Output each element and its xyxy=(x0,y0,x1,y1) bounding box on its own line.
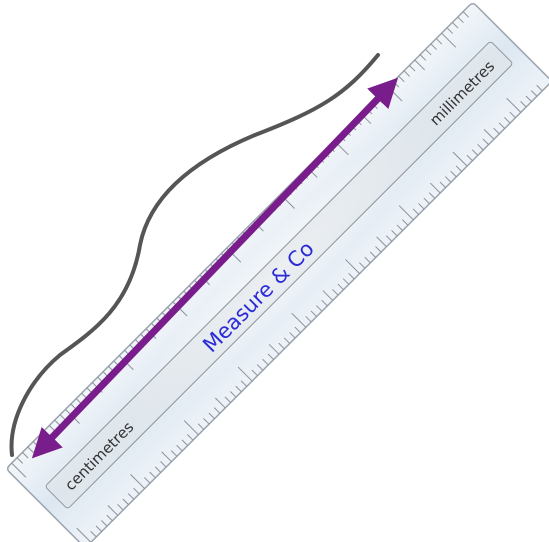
ruler-tick xyxy=(530,90,538,97)
ruler-tick xyxy=(117,504,124,511)
ruler-tick xyxy=(525,95,532,102)
ruler-tick xyxy=(101,520,108,527)
ruler-tick xyxy=(122,498,129,506)
double-headed-arrow-icon xyxy=(31,77,399,459)
ruler-tick xyxy=(149,471,156,479)
ruler-tick xyxy=(106,514,113,522)
ruler-tick xyxy=(441,32,457,48)
ruler-tick xyxy=(16,457,24,464)
ruler-tick xyxy=(423,197,430,205)
ruler-tick xyxy=(398,75,405,83)
ruler-tick xyxy=(444,176,452,183)
ruler-tick xyxy=(127,493,135,500)
ruler-tick xyxy=(160,461,167,468)
ruler-tick xyxy=(133,487,140,495)
ruler-tick xyxy=(450,170,457,178)
ruler-tick xyxy=(477,143,484,151)
ruler-tick xyxy=(446,27,454,34)
ruler-tick xyxy=(466,154,473,162)
ruler-tick xyxy=(509,111,516,119)
ruler-tick xyxy=(90,530,97,538)
ruler-tick xyxy=(520,100,527,108)
ruler-tick xyxy=(412,208,420,215)
ruler-tick xyxy=(144,477,151,484)
ruler-tick xyxy=(439,181,446,188)
ruler-tick xyxy=(22,451,29,459)
ruler-tick xyxy=(429,182,441,194)
ruler: centimetres millimetres Measure & Co xyxy=(6,2,549,542)
ruler-tick xyxy=(409,65,416,72)
ruler-tick xyxy=(452,151,468,167)
ruler-tick xyxy=(457,16,464,24)
ruler-tick xyxy=(403,70,411,77)
ruler-tick xyxy=(455,165,463,172)
ruler-tick xyxy=(11,462,27,478)
ruler-tick xyxy=(462,11,470,18)
ruler-tick xyxy=(414,59,426,71)
ruler-tick xyxy=(493,127,500,135)
ruler-tick xyxy=(95,525,103,532)
ruler-tick xyxy=(419,54,427,61)
ruler-tick xyxy=(430,43,437,50)
ruler-tick xyxy=(471,149,479,156)
ruler-tick xyxy=(398,205,414,221)
ruler-tick xyxy=(418,203,425,210)
ruler-tick xyxy=(428,192,436,199)
ruler-tick xyxy=(482,138,489,145)
ruler-tick xyxy=(483,128,495,140)
ruler-tick xyxy=(506,97,522,113)
ruler-tick xyxy=(107,505,119,516)
ruler-tick xyxy=(498,122,506,129)
ruler-tick xyxy=(425,48,432,56)
ruler-tick xyxy=(452,22,459,29)
ruler-tick xyxy=(435,38,443,45)
ruler-tick xyxy=(504,117,511,124)
ruler-tick xyxy=(154,466,162,473)
ruler-tick xyxy=(401,219,409,226)
ruler-tick xyxy=(130,474,146,489)
ruler-tick xyxy=(536,84,543,92)
ruler-tick xyxy=(76,527,92,542)
